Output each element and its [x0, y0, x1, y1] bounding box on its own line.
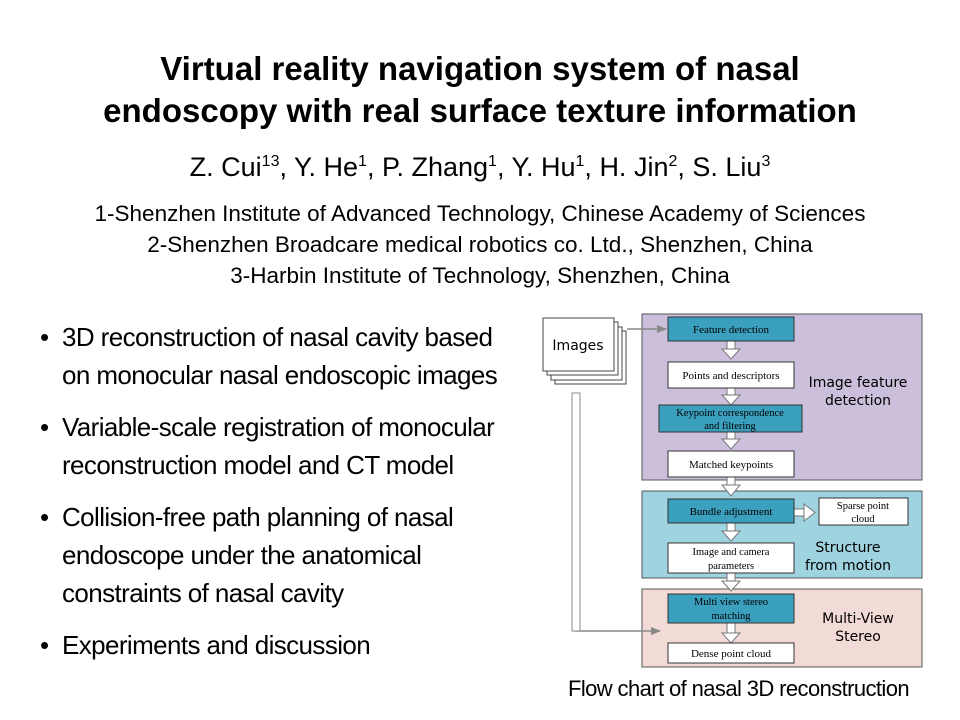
flow-arrow-icon [720, 476, 742, 497]
author: Y. He1, [293, 152, 382, 182]
svg-text:Feature detection: Feature detection [693, 324, 770, 336]
images-stack: Images [542, 317, 627, 385]
bullet-dot-icon: • [40, 322, 49, 352]
bullet-item: • Variable-scale registration of monocul… [38, 408, 538, 484]
svg-text:Keypoint correspondence: Keypoint correspondence [676, 408, 784, 419]
stage-mvs-label-2: Stereo [835, 629, 881, 645]
bullet-dot-icon: • [40, 502, 49, 532]
stage-mvs-label-1: Multi-View [822, 611, 894, 627]
stage-sfm-label-1: Structure [815, 540, 880, 556]
step-sparse-point-cloud: Sparse point cloud [818, 497, 909, 526]
step-multi-view-stereo: Multi view stereo matching [667, 593, 795, 624]
stage-sfm-label-2: from motion [805, 558, 891, 574]
author-list: Z. Cui13, Y. He1, P. Zhang1, Y. Hu1, H. … [0, 152, 960, 183]
step-dense-point-cloud: Dense point cloud [667, 642, 795, 664]
bullet-list: • 3D reconstruction of nasal cavity base… [38, 318, 538, 678]
svg-text:Image and camera: Image and camera [693, 547, 770, 558]
flowchart-caption: Flow chart of nasal 3D reconstruction [568, 676, 910, 701]
step-bundle-adjustment: Bundle adjustment [667, 498, 795, 524]
images-label: Images [552, 338, 603, 354]
affiliation-3: 3-Harbin Institute of Technology, Shenzh… [230, 263, 730, 288]
title-line-2: endoscopy with real surface texture info… [103, 92, 857, 129]
step-matched-keypoints: Matched keypoints [667, 450, 795, 478]
svg-text:parameters: parameters [708, 561, 754, 572]
bullet-item: • Experiments and discussion [38, 626, 538, 664]
author: H. Jin2, [599, 152, 693, 182]
svg-text:Bundle adjustment: Bundle adjustment [690, 506, 773, 518]
bullet-dot-icon: • [40, 412, 49, 442]
bullet-dot-icon: • [40, 630, 49, 660]
affiliation-1: 1-Shenzhen Institute of Advanced Technol… [94, 201, 866, 226]
step-keypoint-correspondence: Keypoint correspondence and filtering [658, 404, 803, 433]
stage-feature-label-2: detection [825, 393, 891, 409]
svg-text:cloud: cloud [851, 514, 875, 525]
svg-text:Points and descriptors: Points and descriptors [682, 370, 779, 382]
affiliation-2: 2-Shenzhen Broadcare medical robotics co… [147, 232, 813, 257]
svg-text:and filtering: and filtering [704, 421, 756, 432]
connector-bar [571, 392, 581, 632]
stage-feature-label-1: Image feature [809, 375, 908, 391]
svg-text:Sparse point: Sparse point [837, 501, 889, 512]
svg-text:Multi view stereo: Multi view stereo [694, 597, 768, 608]
author: S. Liu3 [692, 152, 771, 182]
title-line-1: Virtual reality navigation system of nas… [160, 50, 800, 87]
svg-text:Dense point cloud: Dense point cloud [691, 648, 772, 660]
bullet-item: • Collision-free path planning of nasal … [38, 498, 538, 612]
step-image-camera-parameters: Image and camera parameters [667, 542, 795, 574]
flow-arrow-icon [720, 522, 742, 542]
author: Y. Hu1, [511, 152, 600, 182]
author: P. Zhang1, [381, 152, 512, 182]
step-points-descriptors: Points and descriptors [667, 361, 795, 389]
svg-text:Matched keypoints: Matched keypoints [689, 459, 773, 471]
author: Z. Cui13, [189, 152, 294, 182]
svg-text:matching: matching [711, 611, 751, 622]
bullet-item: • 3D reconstruction of nasal cavity base… [38, 318, 538, 394]
step-feature-detection: Feature detection [667, 316, 795, 342]
flow-arrow-right-icon [793, 502, 816, 523]
